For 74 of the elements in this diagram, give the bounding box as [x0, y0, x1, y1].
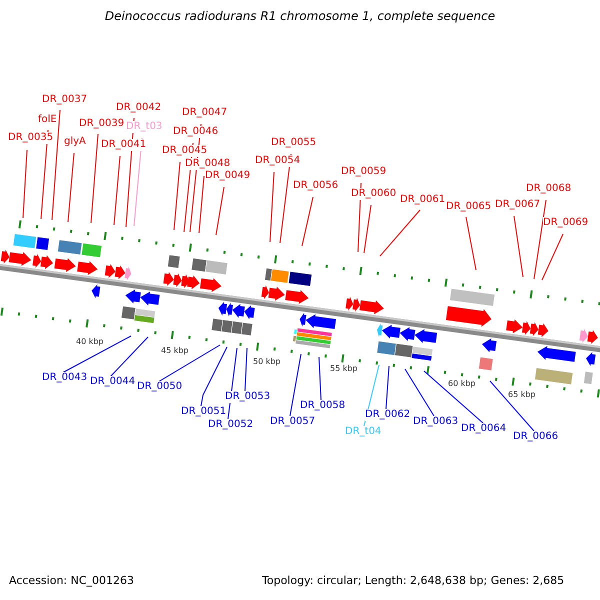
leader-line [62, 336, 132, 374]
footer-note: Topology: circular; Length: 2,648,638 bp; Genes: 2,685 [262, 575, 564, 587]
leader-line [514, 216, 524, 278]
leader-line [302, 196, 314, 246]
gene-label: DR_0058 [300, 400, 346, 412]
gene-label: DR_0048 [185, 158, 230, 170]
scale-label: 50 kbp [253, 356, 281, 368]
leader-line [424, 370, 484, 424]
scale-label: 40 kbp [76, 336, 104, 348]
gene-label: DR_0067 [495, 199, 540, 211]
gene-label: DR_0056 [293, 180, 338, 192]
leader-line [542, 234, 564, 280]
leader-line [318, 356, 322, 400]
gene-label: DR_0037 [42, 94, 88, 106]
leader-line [244, 348, 248, 392]
leader-line [68, 152, 74, 222]
gene-label: DR_0059 [341, 166, 386, 178]
gene-label: DR_0047 [182, 107, 228, 119]
gene-label: DR_0041 [101, 139, 146, 151]
leader-line [280, 154, 292, 244]
scale-label: 60 kbp [448, 378, 476, 390]
gene-label: DR_0057 [270, 416, 316, 428]
leader-line [22, 150, 28, 218]
scale-label: 45 kbp [161, 345, 189, 357]
leader-line [198, 176, 204, 234]
leader-line [404, 368, 434, 416]
gene-label: glyA [64, 136, 86, 148]
leader-line [110, 336, 148, 378]
leader-line [386, 366, 390, 410]
gene-label: DR_0068 [526, 183, 572, 195]
gene-label: DR_0051 [181, 406, 226, 418]
leader-line [52, 110, 60, 220]
gene-label: DR_0055 [271, 137, 316, 149]
leader-line [174, 162, 180, 230]
scale-label: 65 kbp [508, 389, 536, 401]
leader-line [40, 130, 48, 220]
leader-line [90, 134, 98, 224]
leader-line [200, 346, 228, 406]
leader-line [158, 344, 220, 382]
gene-label: DR_0069 [543, 217, 588, 229]
gene-label: DR_0065 [446, 201, 492, 213]
leader-line [290, 354, 302, 416]
gene-label: DR_t04 [345, 426, 382, 438]
leader-line [216, 186, 224, 236]
gene-label: DR_0042 [116, 102, 162, 114]
gene-label: DR_0035 [8, 132, 54, 144]
gene-label: DR_0064 [461, 423, 506, 435]
leader-line [534, 200, 546, 280]
gene-label: DR_0043 [42, 372, 88, 384]
gene-label: DR_0054 [255, 155, 300, 167]
leader-line [134, 138, 142, 226]
gene-label: DR_0066 [513, 431, 558, 443]
gene-label: DR_t03 [126, 121, 162, 133]
gene-label: DR_0053 [225, 391, 270, 403]
gene-label: DR_0046 [173, 126, 218, 138]
gene-label: DR_0062 [365, 409, 410, 421]
chart-title: Deinococcus radiodurans R1 chromosome 1, complete sequence [104, 10, 496, 22]
gene-label: DR_0049 [205, 170, 250, 182]
gene-label: DR_0060 [351, 188, 396, 200]
gene-label: DR_0063 [413, 416, 458, 428]
leader-line [364, 204, 372, 254]
leader-line [490, 380, 534, 432]
leader-line [466, 216, 476, 270]
leader-line [114, 156, 120, 226]
gene-label: DR_0045 [162, 145, 208, 157]
leader-line [270, 172, 274, 242]
footer-note: Accession: NC_001263 [9, 575, 134, 587]
gene-label: DR_0061 [400, 194, 446, 206]
gene-label: DR_0052 [208, 419, 254, 431]
gene-label: DR_0050 [137, 381, 182, 393]
scale-label: 55 kbp [330, 363, 358, 375]
gene-label: DR_0044 [90, 376, 136, 388]
gene-label: DR_0039 [79, 118, 124, 130]
leader-line [380, 210, 420, 256]
